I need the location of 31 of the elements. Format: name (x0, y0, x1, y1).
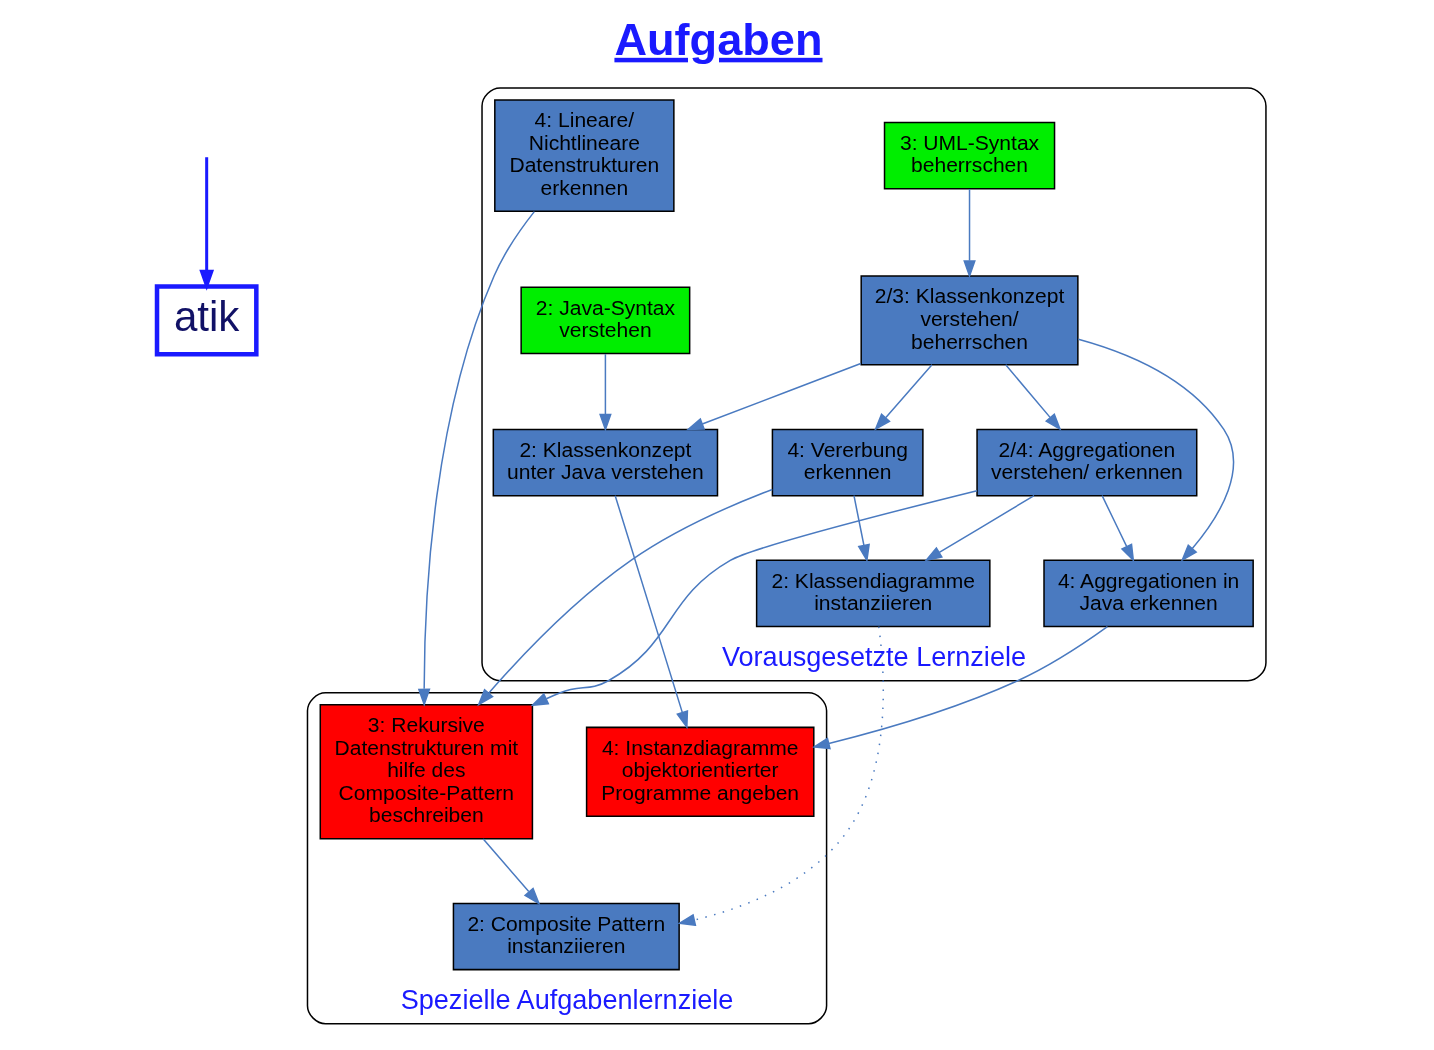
node-box: atik (154, 284, 259, 357)
arrow (852, 494, 870, 563)
node-box: 2/3: Klassenkonzept verstehen/ beherrschen (859, 275, 1079, 366)
arrow (198, 157, 214, 291)
arrow (482, 838, 540, 906)
arrow (923, 494, 1035, 562)
node-box: 4: Vererbung erkennen (771, 428, 924, 497)
node-box: 4: Aggregationen in Java erkennen (1042, 559, 1254, 628)
node-box: 2: Klassenkonzept unter Java verstehen (492, 428, 718, 497)
arrow (613, 494, 688, 730)
node-box: 4: Instanzdiagramme objektorientierter Programme angeben (585, 726, 815, 817)
node-box: 4: Lineare/ Nichtlineare Datenstrukturen erkennen (493, 99, 675, 213)
arrow (1004, 364, 1061, 431)
node-box: 3: Rekursive Datenstrukturen mit hilfe des Composite-Pattern beschreiben (319, 704, 533, 840)
arrow (1100, 494, 1134, 563)
node-box: 3: UML-Syntax beherrschen (883, 121, 1055, 190)
arrow (529, 489, 978, 707)
node-box: 2: Klassendiagramme instanziieren (755, 559, 991, 628)
arrow (873, 364, 933, 431)
arrow (1077, 338, 1234, 562)
arrow (476, 488, 773, 707)
arrow (962, 188, 976, 279)
diagram-title: Aufgaben (613, 13, 823, 65)
arrow (811, 625, 1108, 750)
node-box: 2: Java-Syntax verstehen (519, 286, 690, 355)
arrow (685, 362, 861, 431)
node-box: 2/4: Aggregationen verstehen/ erkennen (975, 428, 1197, 497)
arrow (598, 353, 612, 432)
arrow (417, 210, 535, 707)
node-box: 2: Composite Pattern instanziieren (452, 902, 680, 971)
arrow (676, 625, 884, 927)
